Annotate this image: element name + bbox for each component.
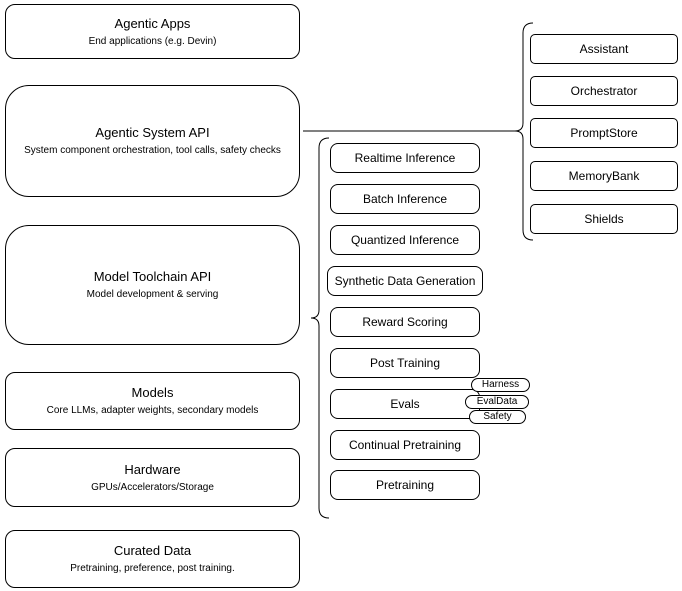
tag-evaldata: EvalData xyxy=(465,395,529,409)
node-pretraining: Pretraining xyxy=(330,470,480,500)
node-subtitle: Pretraining, preference, post training. xyxy=(70,563,235,574)
node-label: MemoryBank xyxy=(568,169,640,183)
node-label: PromptStore xyxy=(570,126,638,140)
node-assistant: Assistant xyxy=(530,34,678,64)
node-label: Orchestrator xyxy=(570,84,638,98)
tag-safety: Safety xyxy=(469,410,526,424)
node-hardware: Hardware GPUs/Accelerators/Storage xyxy=(5,448,300,507)
node-label: Reward Scoring xyxy=(362,315,448,329)
node-title: Curated Data xyxy=(113,543,192,558)
node-label: Assistant xyxy=(579,42,629,56)
node-evals: Evals xyxy=(330,389,480,419)
node-synthetic-data-generation: Synthetic Data Generation xyxy=(327,266,483,296)
node-memorybank: MemoryBank xyxy=(530,161,678,191)
node-reward-scoring: Reward Scoring xyxy=(330,307,480,337)
tag-harness: Harness xyxy=(471,378,530,392)
node-label: Pretraining xyxy=(375,478,435,492)
node-subtitle: Core LLMs, adapter weights, secondary mo… xyxy=(46,405,259,416)
node-shields: Shields xyxy=(530,204,678,234)
node-label: Evals xyxy=(390,397,420,411)
node-title: Models xyxy=(131,385,174,400)
tag-label: Safety xyxy=(483,411,512,422)
node-batch-inference: Batch Inference xyxy=(330,184,480,214)
node-label: Quantized Inference xyxy=(350,233,460,247)
node-curated-data: Curated Data Pretraining, preference, po… xyxy=(5,530,300,588)
node-orchestrator: Orchestrator xyxy=(530,76,678,106)
toolchain-group-brace xyxy=(310,137,330,519)
node-title: Model Toolchain API xyxy=(93,269,212,284)
node-title: Agentic System API xyxy=(95,125,210,140)
node-promptstore: PromptStore xyxy=(530,118,678,148)
node-title: Agentic Apps xyxy=(114,15,191,31)
node-label: Batch Inference xyxy=(362,192,448,206)
tag-label: EvalData xyxy=(476,396,518,407)
node-models: Models Core LLMs, adapter weights, secon… xyxy=(5,372,300,430)
node-agentic-system-api: Agentic System API System component orch… xyxy=(5,85,300,197)
node-model-toolchain-api: Model Toolchain API Model development & … xyxy=(5,225,300,345)
node-subtitle: Model development & serving xyxy=(86,289,219,300)
node-label: Continual Pretraining xyxy=(348,438,462,452)
node-subtitle: End applications (e.g. Devin) xyxy=(88,35,217,47)
node-post-training: Post Training xyxy=(330,348,480,378)
node-agentic-apps: Agentic Apps End applications (e.g. Devi… xyxy=(5,4,300,59)
node-subtitle: System component orchestration, tool cal… xyxy=(24,145,281,156)
node-label: Post Training xyxy=(369,356,441,370)
node-title: Hardware xyxy=(124,461,181,477)
node-quantized-inference: Quantized Inference xyxy=(330,225,480,255)
node-label: Synthetic Data Generation xyxy=(334,274,476,288)
node-continual-pretraining: Continual Pretraining xyxy=(330,430,480,460)
node-label: Realtime Inference xyxy=(354,151,456,165)
node-realtime-inference: Realtime Inference xyxy=(330,143,480,173)
node-subtitle: GPUs/Accelerators/Storage xyxy=(91,481,214,493)
node-label: Shields xyxy=(584,212,624,226)
tag-label: Harness xyxy=(481,379,520,390)
